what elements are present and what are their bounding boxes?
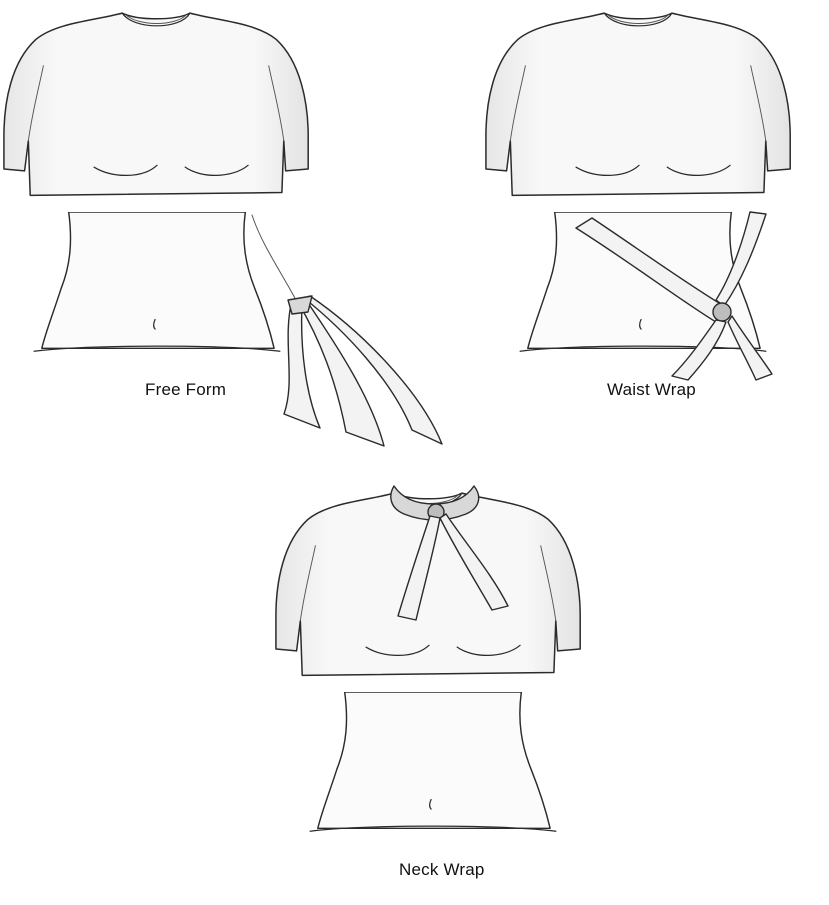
neck-wrap-illustration <box>270 470 610 850</box>
free-form-label: Free Form <box>145 380 226 400</box>
waist-knot <box>713 303 731 321</box>
neck-wrap-label: Neck Wrap <box>399 860 485 880</box>
figure-neck-wrap <box>270 470 610 850</box>
waist-wrap-label: Waist Wrap <box>607 380 696 400</box>
